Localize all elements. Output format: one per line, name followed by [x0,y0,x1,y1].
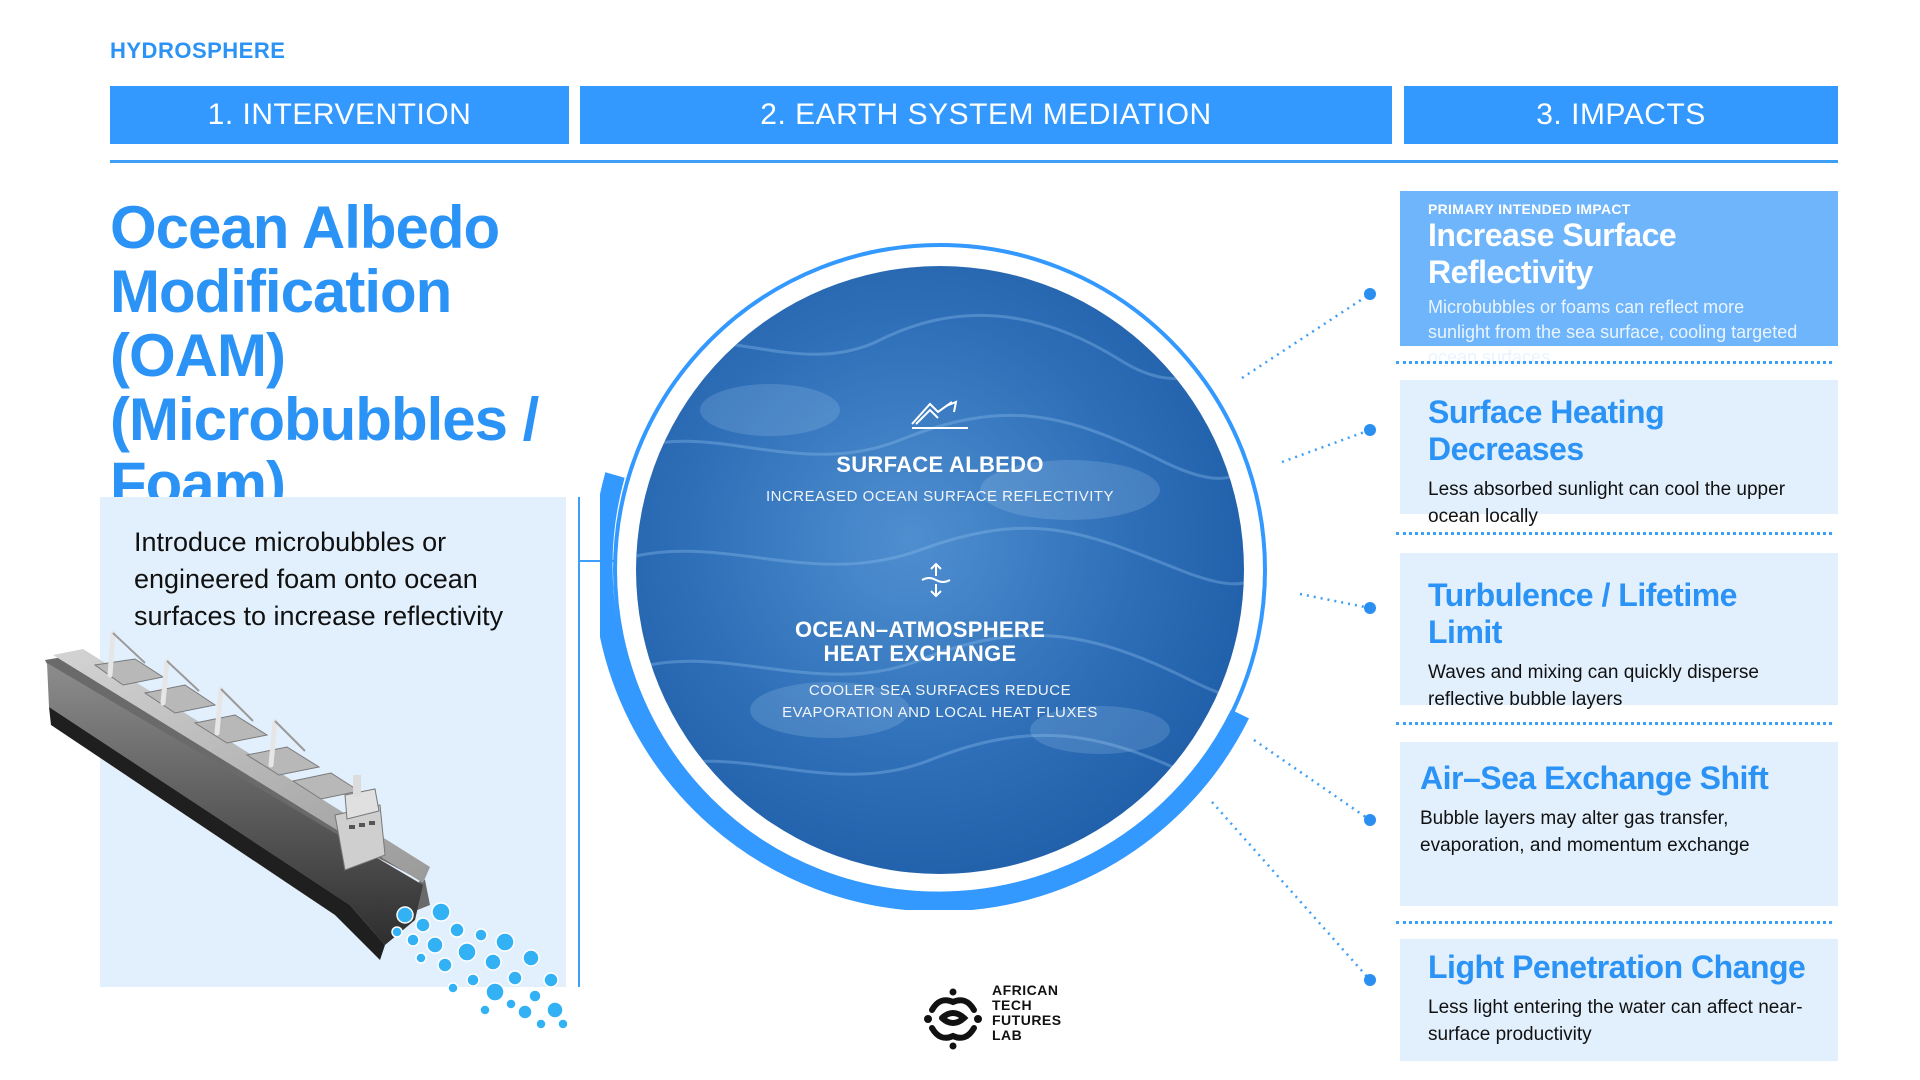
header-rule [110,160,1838,163]
ship-illustration [45,630,430,960]
column-header-intervention: 1. INTERVENTION [110,86,569,144]
impact-card-surface-heating: Surface Heating Decreases Less absorbed … [1400,380,1838,527]
separator [1396,361,1832,364]
surface-albedo-subtitle: INCREASED OCEAN SURFACE REFLECTIVITY [765,488,1115,505]
impact-title: Light Penetration Change [1428,949,1806,985]
connector-vertical [578,497,580,987]
aftl-logo-text: AFRICAN TECH FUTURES LAB [992,983,1062,1043]
page-title: Ocean Albedo Modification (OAM) (Microbu… [110,194,539,517]
reflect-icon [911,400,968,429]
impact-description: Less absorbed sunlight can cool the uppe… [1428,479,1786,527]
impact-title: Surface Heating Decreases [1428,394,1665,467]
column-header-impacts: 3. IMPACTS [1404,86,1838,144]
impact-title: Air–Sea Exchange Shift [1420,760,1769,796]
logo-line-3: FUTURES [992,1012,1062,1028]
heat-exchange-subtitle-line-1: COOLER SEA SURFACES REDUCE [808,682,1072,699]
impact-description: Microbubbles or foams can reflect more s… [1428,297,1798,367]
impact-title: Increase Surface Reflectivity [1428,217,1677,290]
impact-title: Turbulence / Lifetime Limit [1428,577,1737,650]
bubbles-illustration [391,902,569,1030]
column-header-mediation: 2. EARTH SYSTEM MEDIATION [580,86,1392,144]
impact-card-primary: PRIMARY INTENDED IMPACT Increase Surface… [1400,191,1838,367]
separator [1396,532,1832,535]
aftl-logo-icon [924,988,982,1050]
separator [1396,722,1832,725]
impact-kicker: PRIMARY INTENDED IMPACT [1428,201,1631,217]
impact-description: Waves and mixing can quickly disperse re… [1428,662,1759,710]
heat-exchange-subtitle-line-2: EVAPORATION AND LOCAL HEAT FLUXES [782,704,1098,721]
surface-albedo-title: SURFACE ALBEDO [836,452,1044,477]
heat-exchange-title: OCEAN–ATMOSPHERE HEAT EXCHANGE [794,617,1046,666]
separator [1396,921,1832,924]
logo-line-4: LAB [992,1027,1023,1043]
impact-description: Bubble layers may alter gas transfer, ev… [1420,808,1750,856]
mediation-circle [600,243,1267,910]
heat-exchange-subtitle: COOLER SEA SURFACES REDUCE EVAPORATION A… [740,680,1140,724]
impact-card-turbulence: Turbulence / Lifetime Limit Waves and mi… [1400,553,1838,710]
section-tag: HYDROSPHERE [110,38,286,63]
logo-line-1: AFRICAN [992,982,1059,998]
intervention-description: Introduce microbubbles or engineered foa… [134,527,504,631]
impact-card-air-sea: Air–Sea Exchange Shift Bubble layers may… [1400,742,1838,906]
logo-line-2: TECH [992,997,1033,1013]
connector-horizontal [580,560,616,562]
heat-exchange-icon [921,562,951,598]
impact-card-light-penetration: Light Penetration Change Less light ente… [1400,939,1838,1061]
impact-description: Less light entering the water can affect… [1428,997,1803,1045]
